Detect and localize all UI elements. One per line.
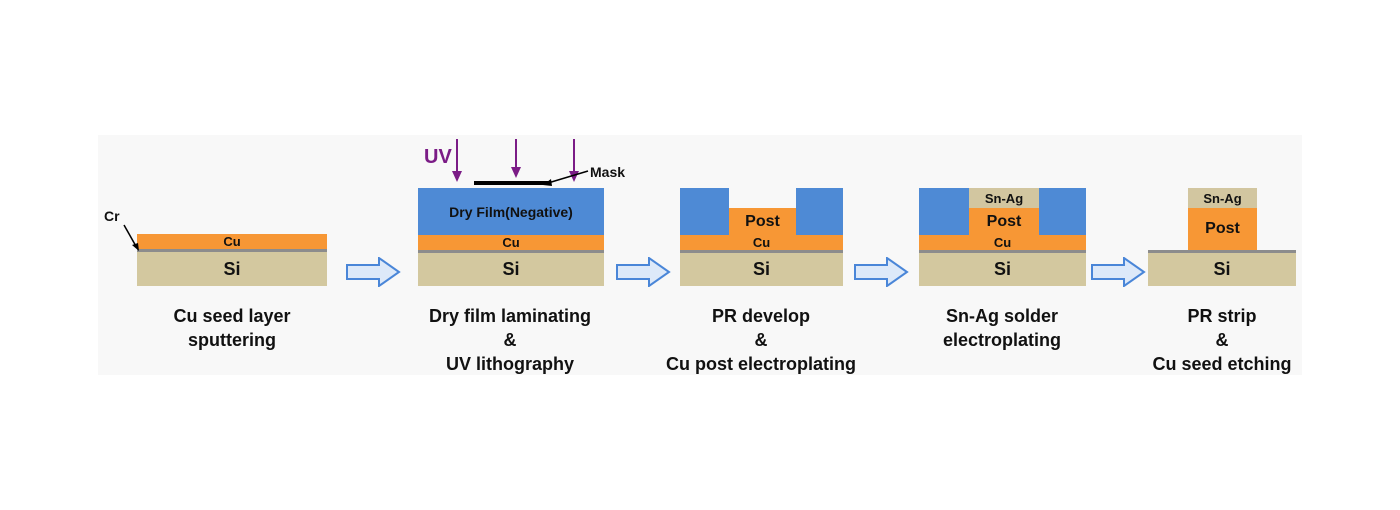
sn-ag-solder: Sn-Ag [969, 188, 1039, 208]
step-5-caption: PR strip & Cu seed etching [1152, 306, 1292, 374]
si-substrate: Si [1148, 253, 1296, 286]
step-3-caption: PR develop & Cu post electroplating [665, 306, 856, 374]
dry-film-right [796, 188, 843, 235]
cu-post: Post [969, 208, 1039, 235]
cr-label: Cr [104, 208, 120, 224]
dry-film-layer: Dry Film(Negative) [418, 188, 604, 235]
mask-label: Mask [590, 164, 626, 180]
uv-arrow-icon [511, 139, 521, 178]
uv-label: UV [424, 146, 452, 168]
cu-seed-layer: Cu [137, 234, 327, 249]
dry-film-right [1039, 188, 1086, 235]
cu-post: Post [1188, 208, 1257, 250]
mask-pointer-arrow [543, 170, 589, 186]
cr-layer [418, 250, 604, 253]
process-arrow [1091, 257, 1146, 287]
sn-ag-solder: Sn-Ag [1188, 188, 1257, 208]
cu-post: Post [729, 208, 796, 235]
process-arrow [346, 257, 401, 287]
process-arrow [616, 257, 671, 287]
step-1-caption: Cu seed layer sputtering [173, 306, 291, 350]
dry-film-left [680, 188, 729, 235]
si-substrate: Si [418, 253, 604, 286]
cu-seed-layer: Cu [919, 235, 1086, 250]
photo-mask [474, 181, 550, 185]
cr-layer [680, 250, 843, 253]
step-2-caption: Dry film laminating & UV lithography [428, 306, 592, 374]
step-4-caption: Sn-Ag solder electroplating [942, 306, 1062, 350]
cu-seed-layer: Cu [418, 235, 604, 250]
cr-layer [137, 249, 327, 252]
si-substrate: Si [919, 253, 1086, 286]
cr-layer [1148, 250, 1296, 253]
si-substrate: Si [137, 252, 327, 286]
cr-layer [919, 250, 1086, 253]
si-substrate: Si [680, 253, 843, 286]
dry-film-left [919, 188, 969, 235]
uv-arrow-icon [452, 139, 462, 182]
cu-seed-layer: Cu [680, 235, 843, 250]
process-arrow [854, 257, 909, 287]
cr-pointer-arrow [123, 224, 139, 251]
